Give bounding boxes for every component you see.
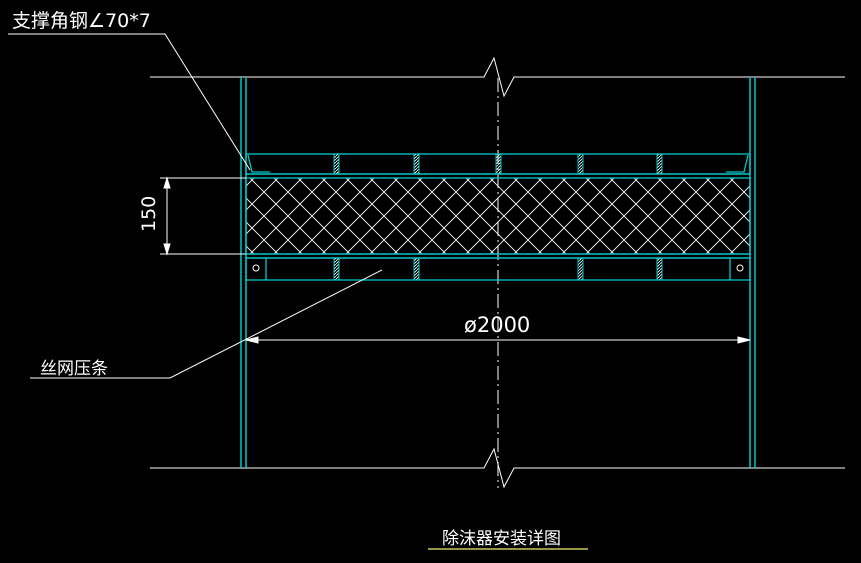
mesh-strip-label: 丝网压条 xyxy=(40,359,108,379)
bolt-holes xyxy=(252,264,744,272)
vessel-break-lines xyxy=(150,56,845,489)
drawing-title: 除沫器安装详图 xyxy=(442,529,561,549)
height-dimension xyxy=(160,176,246,256)
top-welds xyxy=(333,153,663,175)
bottom-welds xyxy=(333,257,663,281)
diameter-dimension xyxy=(245,336,751,344)
wire-mesh-pad xyxy=(245,177,751,255)
diameter-dimension-label: ø2000 xyxy=(464,313,531,337)
height-dimension-label: 150 xyxy=(138,195,160,232)
bottom-support-angle xyxy=(245,253,751,281)
leader-lines xyxy=(8,33,383,379)
support-angle-label: 支撑角钢∠70*7 xyxy=(12,10,151,32)
